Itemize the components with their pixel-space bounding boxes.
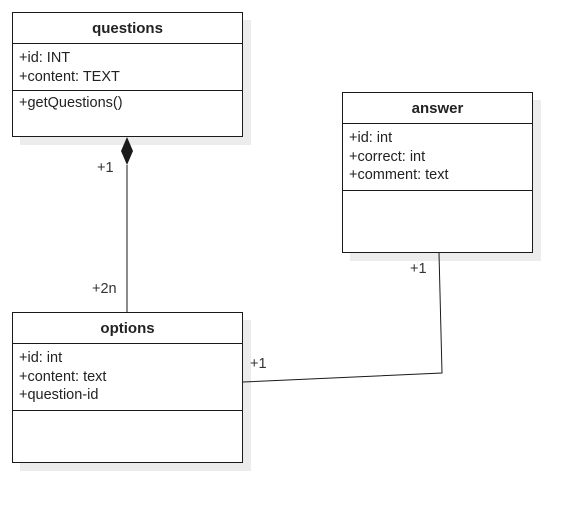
method: +getQuestions() <box>19 95 123 111</box>
attribute: +content: text <box>19 368 107 385</box>
attribute: +id: INT <box>19 50 71 66</box>
class-title: answer <box>343 93 532 124</box>
attribute: +id: int <box>349 130 393 146</box>
attribute: +correct: int <box>349 148 426 165</box>
attribute: +question-id <box>19 387 99 403</box>
attribute: +comment: text <box>349 167 449 183</box>
composition-diamond-icon <box>121 137 133 165</box>
class-answer[interactable]: answer +id: int +correct: int +comment: … <box>342 92 533 253</box>
attributes-compartment: +id: INT +content: TEXT <box>13 44 242 91</box>
methods-compartment <box>343 191 532 197</box>
attributes-compartment: +id: int +content: text +question-id <box>13 344 242 411</box>
multiplicity-questions-side: +1 <box>97 160 114 176</box>
class-title: options <box>13 313 242 344</box>
multiplicity-options-side: +2n <box>92 281 117 297</box>
methods-compartment: +getQuestions() <box>13 91 242 116</box>
class-questions[interactable]: questions +id: INT +content: TEXT +getQu… <box>12 12 243 137</box>
multiplicity-answer-side: +1 <box>410 261 427 277</box>
class-title: questions <box>13 13 242 44</box>
attribute: +content: TEXT <box>19 68 120 85</box>
association-line[interactable] <box>242 252 443 383</box>
methods-compartment <box>13 411 242 417</box>
attribute: +id: int <box>19 350 63 366</box>
class-options[interactable]: options +id: int +content: text +questio… <box>12 312 243 463</box>
attributes-compartment: +id: int +correct: int +comment: text <box>343 124 532 191</box>
multiplicity-options-answer-side: +1 <box>250 356 267 372</box>
